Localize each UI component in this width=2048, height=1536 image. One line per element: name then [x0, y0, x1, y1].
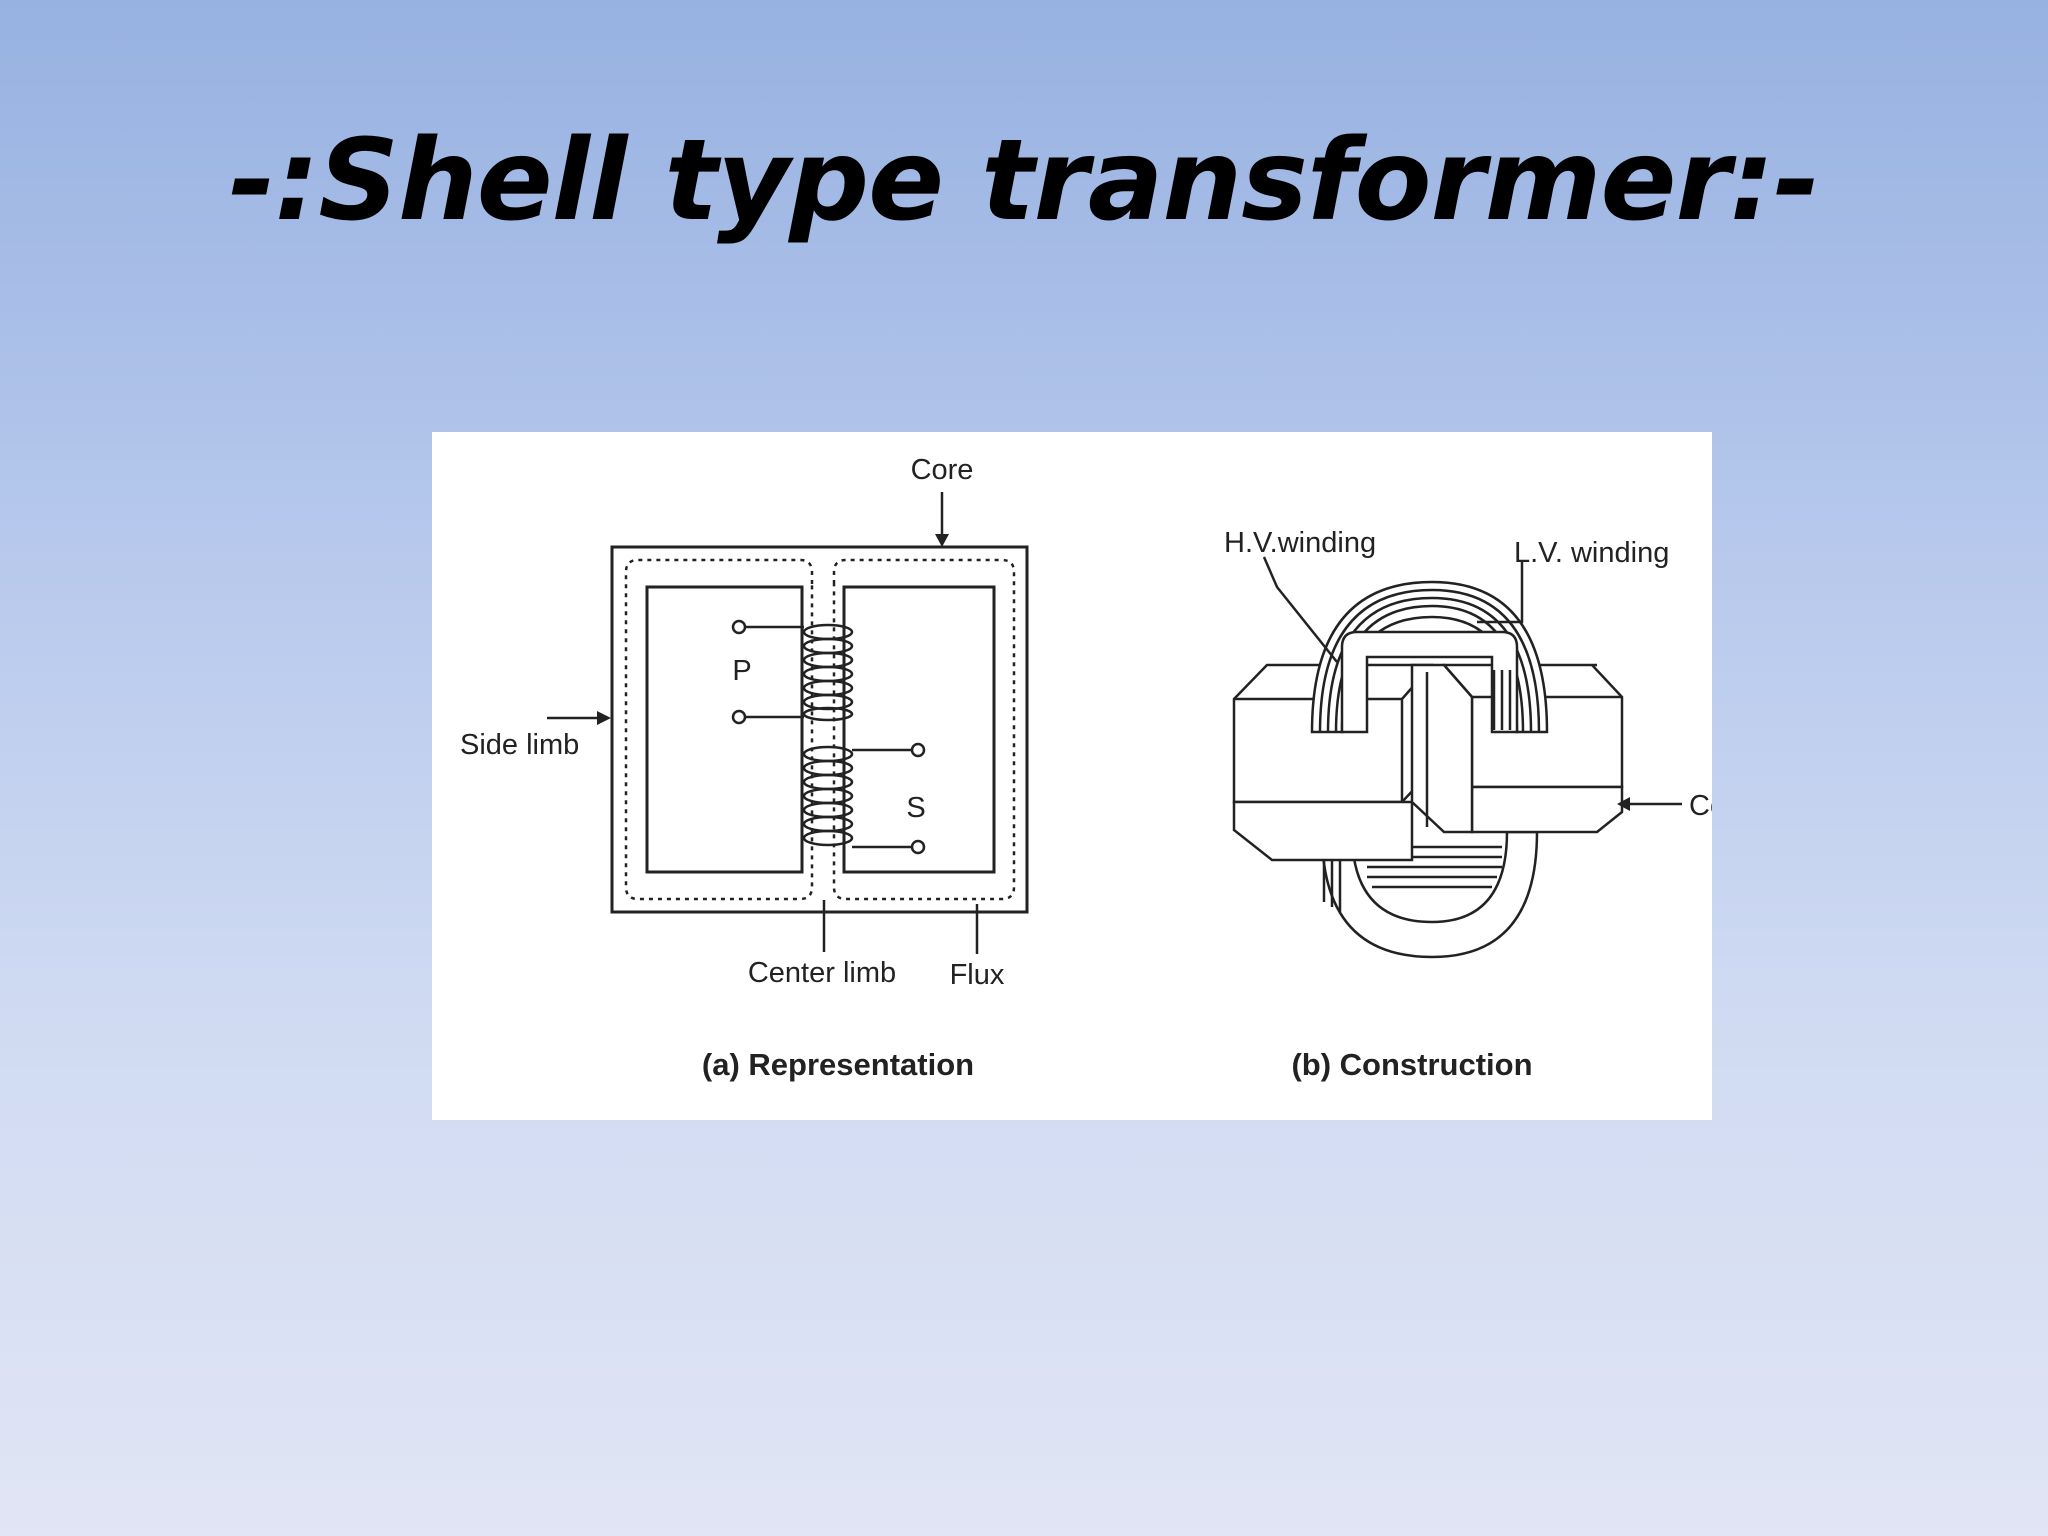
- upper-winding: -->: [1310, 580, 1549, 734]
- primary-label: P: [732, 655, 751, 687]
- lv-winding-label: L.V. winding: [1514, 537, 1669, 569]
- representation-diagram: Core Side limb P S Center limb Flux (a) …: [460, 454, 1029, 1082]
- core-label-b: Core: [1689, 790, 1712, 822]
- representation-caption: (a) Representation: [702, 1047, 974, 1082]
- hv-leader: [1262, 556, 1338, 663]
- core-arrowhead-a: [935, 534, 949, 547]
- core-label-a: Core: [911, 454, 974, 486]
- construction-caption: (b) Construction: [1291, 1047, 1532, 1082]
- left-window: [645, 585, 804, 874]
- construction-diagram: --> H.V.winding L.V. winding Core (b) Co…: [1224, 527, 1712, 1082]
- core-outline: [610, 545, 1029, 914]
- flux-path-right: [832, 558, 1016, 901]
- flux-label: Flux: [950, 959, 1005, 991]
- secondary-winding: [802, 742, 926, 855]
- primary-winding: [731, 619, 854, 725]
- right-window: [842, 585, 996, 874]
- core-block: [1232, 663, 1624, 862]
- center-limb-label: Center limb: [748, 957, 896, 989]
- secondary-label: S: [906, 792, 925, 824]
- core-arrowhead-b: [1617, 797, 1630, 811]
- lv-leader: [1477, 607, 1524, 624]
- slide-title: -:Shell type transformer:-: [229, 116, 1820, 246]
- side-limb-arrowhead: [597, 711, 611, 725]
- hv-winding-label: H.V.winding: [1224, 527, 1376, 559]
- transformer-figure-svg: Core Side limb P S Center limb Flux (a) …: [460, 454, 1712, 1082]
- side-limb-label: Side limb: [460, 729, 579, 761]
- flux-path-left: [624, 558, 814, 901]
- transformer-figure: Core Side limb P S Center limb Flux (a) …: [432, 432, 1712, 1120]
